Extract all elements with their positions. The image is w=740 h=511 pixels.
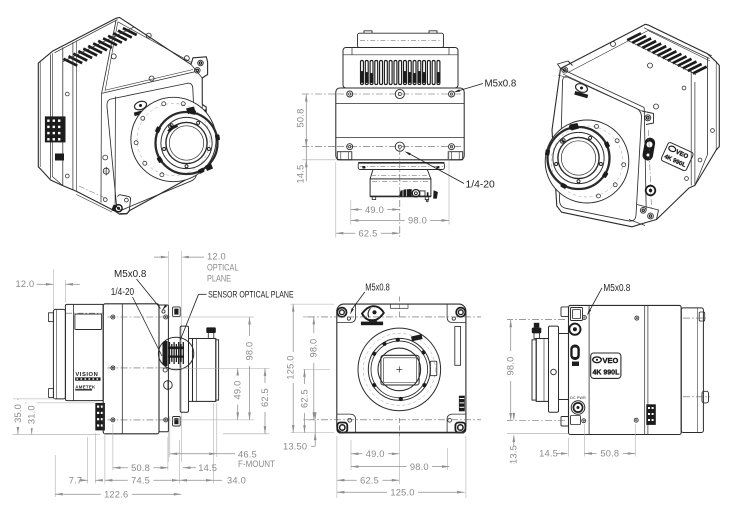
svg-text:50.8: 50.8 xyxy=(296,109,306,128)
svg-text:34.0: 34.0 xyxy=(227,475,246,485)
svg-text:46.5: 46.5 xyxy=(238,449,257,459)
svg-text:49.0: 49.0 xyxy=(233,381,243,400)
svg-text:122.6: 122.6 xyxy=(104,490,128,500)
svg-text:98.0: 98.0 xyxy=(506,357,516,376)
svg-text:125.0: 125.0 xyxy=(390,488,414,498)
svg-text:14.5: 14.5 xyxy=(539,449,558,459)
svg-text:98.0: 98.0 xyxy=(309,339,319,358)
svg-text:12.0: 12.0 xyxy=(207,251,226,261)
svg-text:50.8: 50.8 xyxy=(131,463,150,473)
svg-text:98.0: 98.0 xyxy=(244,342,254,361)
svg-text:62.5: 62.5 xyxy=(360,476,379,486)
svg-text:4K 990L: 4K 990L xyxy=(593,370,621,377)
svg-text:31.0: 31.0 xyxy=(27,405,37,424)
svg-text:125.0: 125.0 xyxy=(286,355,296,379)
svg-text:50.8: 50.8 xyxy=(600,449,619,459)
svg-text:OPTICAL: OPTICAL xyxy=(207,263,239,273)
svg-text:VISION: VISION xyxy=(75,372,98,378)
svg-text:13.5: 13.5 xyxy=(509,445,519,464)
svg-text:62.5: 62.5 xyxy=(359,229,378,239)
svg-text:SENSOR OPTICAL PLANE: SENSOR OPTICAL PLANE xyxy=(208,289,294,300)
svg-text:62.5: 62.5 xyxy=(299,389,309,408)
svg-text:AMETEK: AMETEK xyxy=(75,385,96,390)
svg-text:74.5: 74.5 xyxy=(131,476,150,486)
svg-text:M5x0.8: M5x0.8 xyxy=(603,283,630,294)
svg-text:49.0: 49.0 xyxy=(366,449,385,459)
svg-text:1/4-20: 1/4-20 xyxy=(466,180,496,191)
svg-text:12.0: 12.0 xyxy=(16,279,35,289)
svg-text:98.0: 98.0 xyxy=(410,462,429,472)
svg-text:PLANE: PLANE xyxy=(207,274,231,284)
svg-text:49.0: 49.0 xyxy=(365,205,384,215)
svg-text:14.5: 14.5 xyxy=(296,165,306,184)
svg-text:13.50: 13.50 xyxy=(283,441,307,451)
svg-text:VEO: VEO xyxy=(603,356,619,365)
svg-text:98.0: 98.0 xyxy=(408,216,427,226)
svg-text:F-MOUNT: F-MOUNT xyxy=(238,459,275,469)
svg-text:62.5: 62.5 xyxy=(260,388,270,407)
svg-text:1/4-20: 1/4-20 xyxy=(111,287,135,298)
svg-text:7.7: 7.7 xyxy=(69,475,83,485)
svg-text:M5x0.8: M5x0.8 xyxy=(365,282,390,293)
svg-text:M5x0.8: M5x0.8 xyxy=(114,269,147,280)
svg-text:35.0: 35.0 xyxy=(13,404,23,423)
svg-text:M5x0.8: M5x0.8 xyxy=(485,79,517,90)
svg-text:14.5: 14.5 xyxy=(198,463,217,473)
svg-text:DC PWR: DC PWR xyxy=(570,396,586,400)
